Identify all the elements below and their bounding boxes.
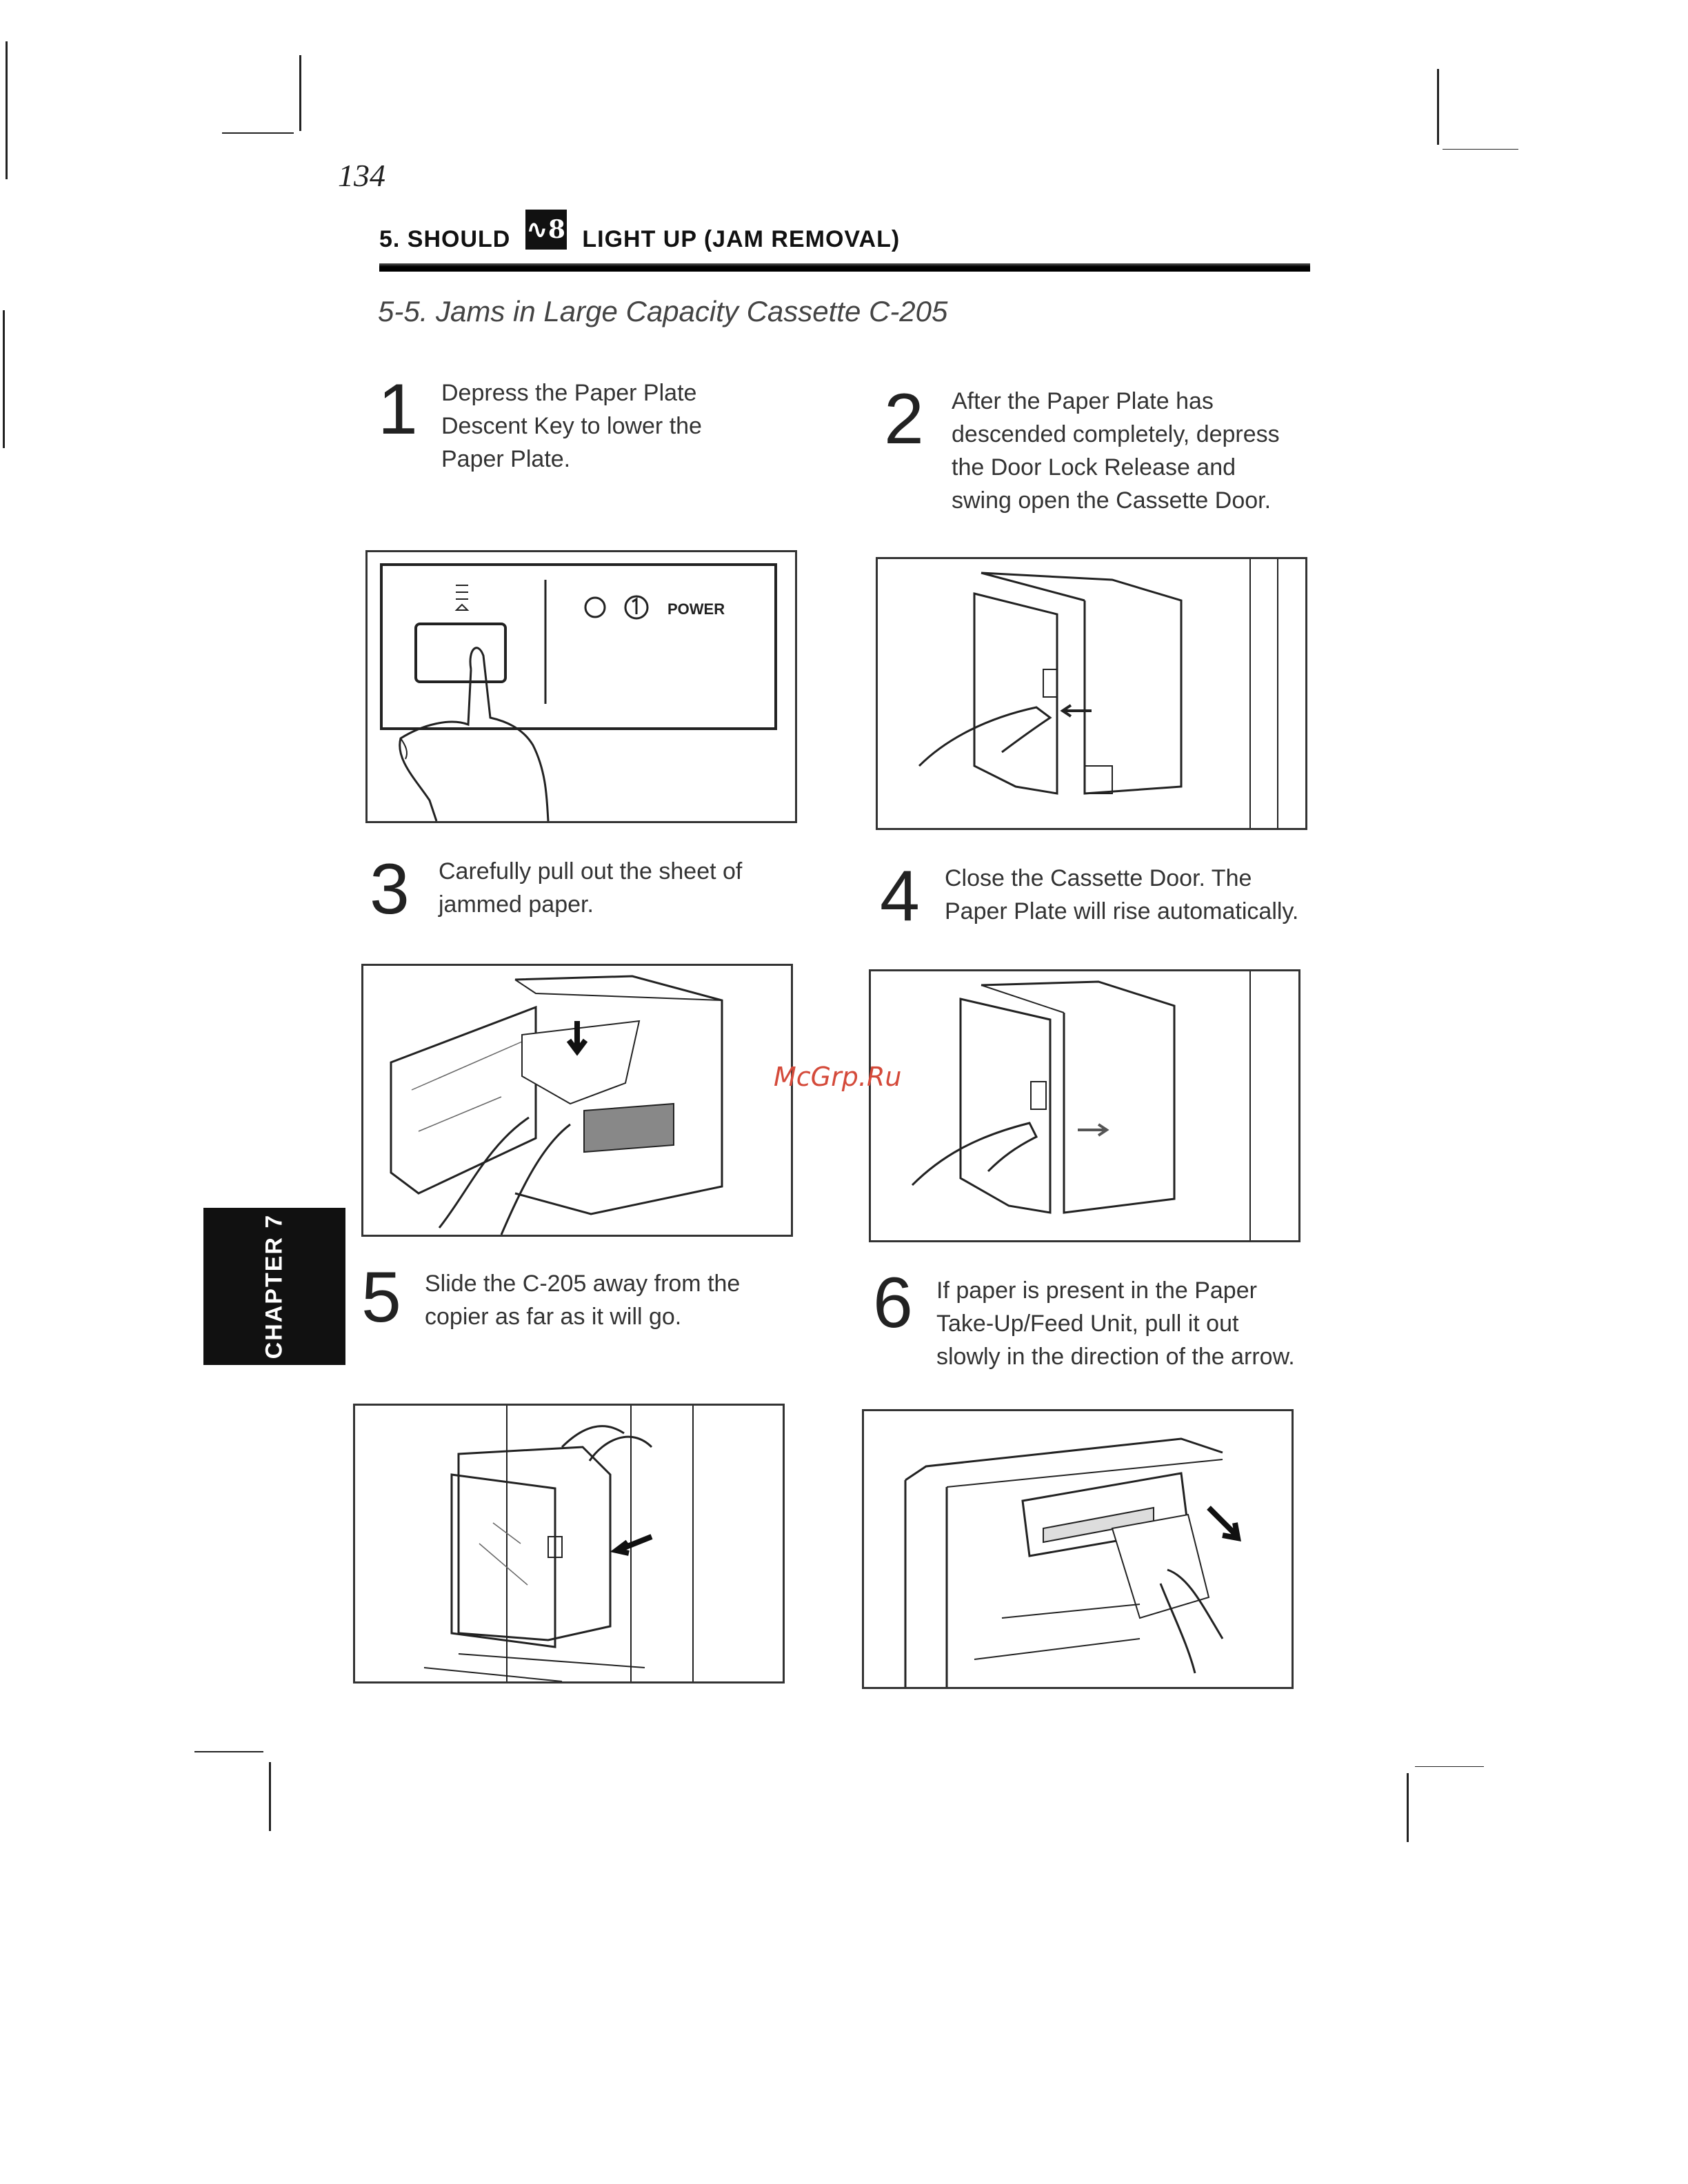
page-number: 134 (338, 158, 385, 193)
slide-cassette-away-illustration (423, 1406, 694, 1681)
crop-mark (194, 1751, 263, 1752)
crop-mark (6, 41, 8, 179)
watermark: McGrp.Ru (774, 1062, 902, 1092)
step-3-number: 3 (370, 849, 410, 929)
step-4-text: Close the Cassette Door. The Paper Plate… (945, 865, 1299, 924)
chapter-tab-label: CHAPTER 7 (261, 1213, 288, 1359)
step-1-number: 1 (378, 370, 418, 449)
step-5-number: 5 (361, 1257, 401, 1337)
step-4-figure (869, 969, 1300, 1242)
step-6-figure (862, 1409, 1294, 1689)
step-4-number: 4 (880, 856, 920, 936)
section-header: 5. SHOULD ∿8 LIGHT UP (JAM REMOVAL) (379, 210, 901, 259)
crop-mark (1415, 1766, 1484, 1767)
close-cassette-door-illustration (911, 971, 1251, 1240)
jam-indicator-icon: ∿8 (525, 210, 567, 250)
crop-mark (269, 1762, 271, 1831)
crop-mark (1407, 1773, 1409, 1842)
step-5-figure (353, 1404, 785, 1684)
power-label: POWER (667, 600, 725, 618)
control-panel-illustration: POWER (380, 563, 777, 821)
step-6-text: If paper is present in the Paper Take-Up… (936, 1277, 1295, 1370)
pull-jammed-paper-illustration (390, 975, 723, 1235)
step-6-number: 6 (873, 1263, 913, 1343)
step-1-text: Depress the Paper Plate Descent Key to l… (441, 380, 702, 472)
step-3-figure (361, 964, 793, 1237)
crop-mark (299, 55, 301, 131)
section-title: 5-5. Jams in Large Capacity Cassette C-2… (378, 295, 948, 327)
step-3-text: Carefully pull out the sheet of jammed p… (439, 858, 743, 918)
step-5-text: Slide the C-205 away from the copier as … (425, 1271, 741, 1330)
crop-mark (1443, 149, 1518, 150)
step-2-text: After the Paper Plate has descended comp… (952, 388, 1280, 514)
chapter-tab: CHAPTER 7 (203, 1208, 345, 1365)
crop-mark (3, 310, 5, 448)
header-rule (379, 263, 1310, 272)
step-1-figure: POWER (365, 550, 797, 823)
section-header-suffix: LIGHT UP (JAM REMOVAL) (582, 225, 901, 252)
step-2-figure (876, 557, 1307, 830)
cassette-door-open-illustration (918, 559, 1278, 828)
pull-paper-takeup-illustration (904, 1437, 1241, 1687)
crop-mark (222, 132, 294, 134)
crop-mark (1437, 69, 1439, 145)
step-2-number: 2 (884, 379, 924, 459)
section-header-prefix: 5. SHOULD (379, 225, 511, 252)
